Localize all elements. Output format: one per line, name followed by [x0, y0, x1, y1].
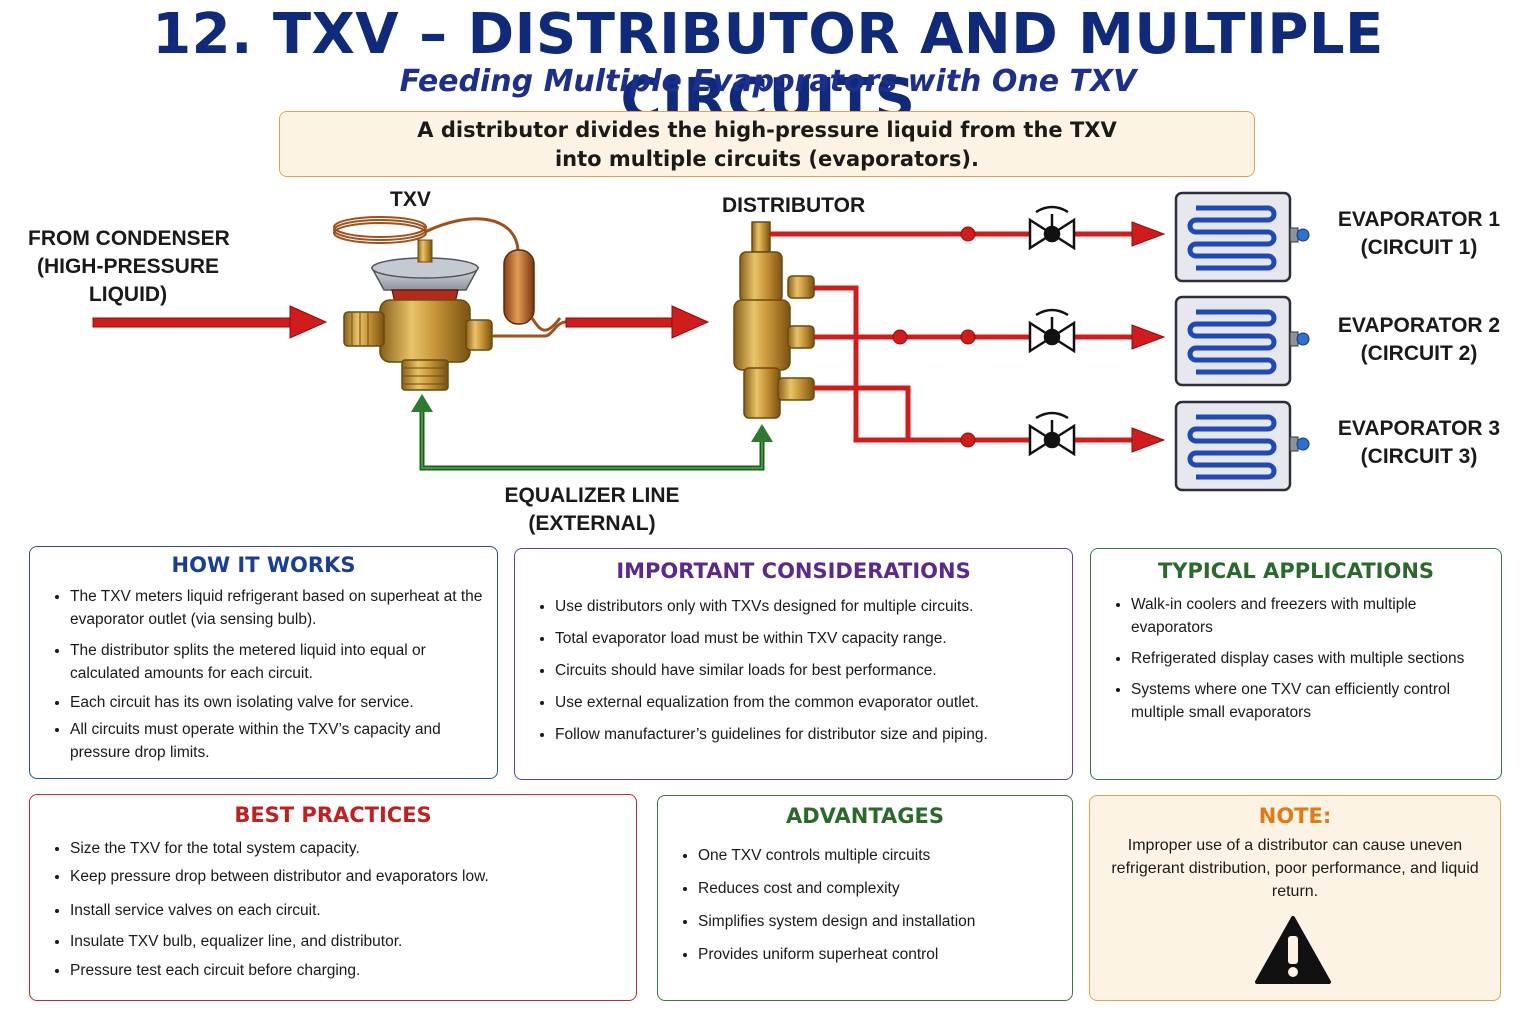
intro-box: A distributor divides the high-pressure … — [279, 111, 1255, 177]
distributor-body — [733, 221, 815, 419]
evaporator-3-circuit: (CIRCUIT 3) — [1360, 445, 1478, 468]
evaporator-coil-2 — [1174, 295, 1310, 387]
evaporator-1-circuit: (CIRCUIT 1) — [1360, 236, 1478, 259]
line-joints — [892, 226, 976, 448]
txv-label: TXV — [390, 188, 431, 211]
note-title: NOTE: — [1258, 804, 1332, 828]
applications-list: Walk-in coolers and freezers with multip… — [1105, 593, 1487, 724]
list-item: Each circuit has its own isolating valve… — [70, 691, 483, 714]
note-text: Improper use of a distributor can cause … — [1111, 837, 1479, 900]
list-item: Size the TXV for the total system capaci… — [70, 837, 622, 860]
best-practices-title: BEST PRACTICES — [234, 803, 432, 827]
list-item: One TXV controls multiple circuits — [698, 844, 1058, 867]
how-it-works-title: HOW IT WORKS — [171, 553, 356, 577]
isolating-valve-1 — [1028, 205, 1076, 251]
evaporator-label-1: EVAPORATOR 1 (CIRCUIT 1) — [1330, 206, 1508, 262]
evaporator-label-3: EVAPORATOR 3 (CIRCUIT 3) — [1330, 415, 1508, 471]
warning-icon — [1255, 916, 1331, 984]
page-title: 12. TXV – DISTRIBUTOR AND MULTIPLE CIRCU… — [152, 2, 1384, 132]
considerations-panel: IMPORTANT CONSIDERATIONS Use distributor… — [514, 548, 1073, 780]
distributor-label: DISTRIBUTOR — [722, 194, 866, 217]
list-item: Reduces cost and complexity — [698, 877, 1058, 900]
list-item: Circuits should have similar loads for b… — [555, 659, 1058, 682]
list-item: Simplifies system design and installatio… — [698, 910, 1058, 933]
advantages-title: ADVANTAGES — [786, 804, 944, 828]
line-arrowheads — [1131, 221, 1166, 453]
evaporator-2-name: EVAPORATOR 2 — [1337, 314, 1501, 337]
condenser-label: FROM CONDENSER (HIGH-PRESSURE LIQUID) — [28, 225, 230, 309]
list-item: The TXV meters liquid refrigerant based … — [70, 585, 483, 631]
condenser-label-line-1: FROM CONDENSER — [28, 227, 230, 250]
considerations-title: IMPORTANT CONSIDERATIONS — [616, 559, 971, 583]
page-subtitle: Feeding Multiple Evaporators with One TX… — [399, 64, 1137, 99]
list-item: Walk-in coolers and freezers with multip… — [1131, 593, 1487, 639]
intro-line-1: A distributor divides the high-pressure … — [417, 118, 1117, 142]
considerations-list: Use distributors only with TXVs designed… — [529, 595, 1058, 746]
isolating-valve-2 — [1028, 308, 1076, 354]
advantages-list: One TXV controls multiple circuits Reduc… — [672, 844, 1058, 966]
how-it-works-panel: HOW IT WORKS The TXV meters liquid refri… — [29, 546, 498, 779]
list-item: Pressure test each circuit before chargi… — [70, 959, 622, 982]
evaporator-coil-3 — [1174, 400, 1310, 492]
condenser-label-line-3: LIQUID) — [88, 283, 168, 306]
equalizer-label-line-2: (EXTERNAL) — [528, 512, 656, 535]
equalizer-label: EQUALIZER LINE (EXTERNAL) — [492, 482, 692, 538]
list-item: Systems where one TXV can efficiently co… — [1131, 678, 1487, 724]
list-item: Use distributors only with TXVs designed… — [555, 595, 1058, 618]
list-item: Total evaporator load must be within TXV… — [555, 627, 1058, 650]
list-item: Keep pressure drop between distributor a… — [70, 865, 622, 888]
evaporator-2-circuit: (CIRCUIT 2) — [1360, 342, 1478, 365]
distributor-lines — [770, 231, 1140, 443]
list-item: Install service valves on each circuit. — [70, 899, 622, 922]
equalizer-label-line-1: EQUALIZER LINE — [504, 484, 680, 507]
evaporator-coil-1 — [1174, 191, 1310, 283]
intro-line-2: into multiple circuits (evaporators). — [554, 147, 979, 171]
best-practices-list: Size the TXV for the total system capaci… — [44, 837, 622, 982]
list-item: Provides uniform superheat control — [698, 943, 1058, 966]
how-it-works-list: The TXV meters liquid refrigerant based … — [44, 585, 483, 764]
list-item: The distributor splits the metered liqui… — [70, 639, 483, 685]
evaporator-1-name: EVAPORATOR 1 — [1337, 208, 1501, 231]
list-item: All circuits must operate within the TXV… — [70, 718, 483, 764]
evaporator-label-2: EVAPORATOR 2 (CIRCUIT 2) — [1330, 312, 1508, 368]
list-item: Refrigerated display cases with multiple… — [1131, 647, 1487, 670]
best-practices-panel: BEST PRACTICES Size the TXV for the tota… — [29, 794, 637, 1001]
list-item: Follow manufacturer’s guidelines for dis… — [555, 723, 1058, 746]
txv-valve — [343, 239, 493, 391]
applications-title: TYPICAL APPLICATIONS — [1157, 559, 1435, 583]
condenser-label-line-2: (HIGH-PRESSURE — [36, 255, 220, 278]
txv-outlet-line — [492, 305, 710, 339]
equalizer-line — [411, 394, 773, 471]
list-item: Use external equalization from the commo… — [555, 691, 1058, 714]
advantages-panel: ADVANTAGES One TXV controls multiple cir… — [657, 795, 1073, 1001]
evaporator-3-name: EVAPORATOR 3 — [1337, 417, 1501, 440]
applications-panel: TYPICAL APPLICATIONS Walk-in coolers and… — [1090, 548, 1502, 780]
list-item: Insulate TXV bulb, equalizer line, and d… — [70, 930, 622, 953]
condenser-inlet-arrow — [92, 305, 328, 339]
isolating-valve-3 — [1028, 411, 1076, 457]
txv-sensing-bulb — [333, 216, 562, 332]
